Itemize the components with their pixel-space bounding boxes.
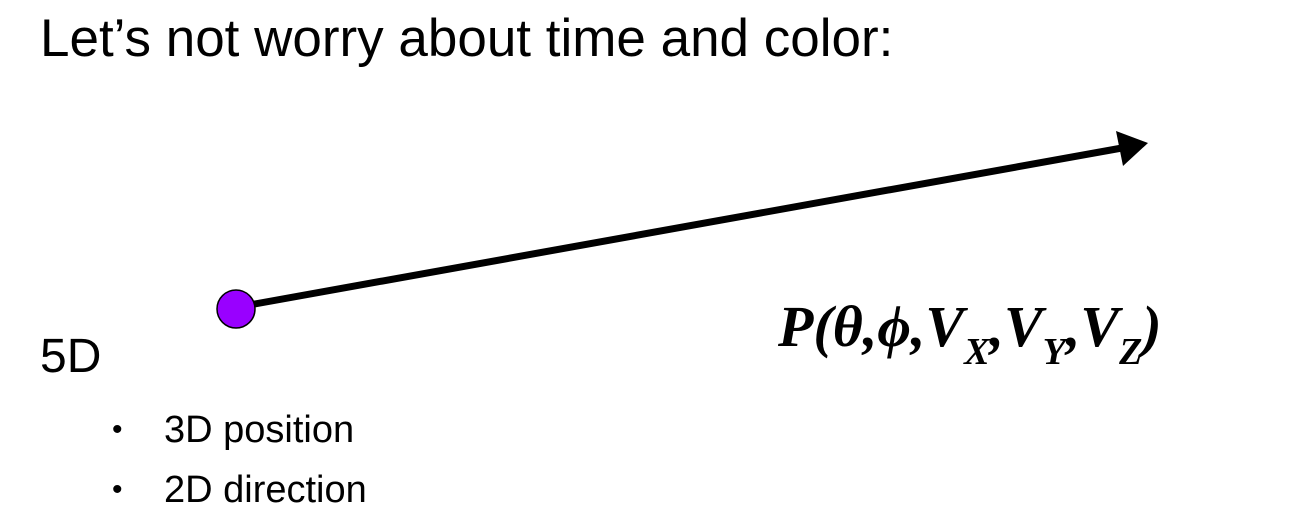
bullet-marker: • — [112, 413, 123, 446]
plenoptic-function-formula: P(θ,ϕ,VX,VY,VZ) — [778, 292, 1162, 373]
bullet-item: • 3D position — [112, 402, 367, 462]
formula-separator: , — [910, 294, 926, 359]
formula-suffix: ) — [1142, 294, 1162, 359]
formula-separator: , — [989, 294, 1004, 359]
formula-vy-subscript: Y — [1042, 331, 1066, 373]
ray-origin-point — [216, 289, 256, 329]
ray-arrow-shaft — [237, 144, 1123, 311]
formula-vx-subscript: X — [964, 331, 990, 373]
bullet-item: • 2D direction — [112, 462, 367, 522]
formula-vz-subscript: Z — [1119, 331, 1143, 373]
dimension-label: 5D — [40, 330, 102, 383]
bullet-list: • 3D position • 2D direction — [112, 402, 367, 522]
formula-theta: θ — [832, 294, 863, 359]
formula-vy: V — [1003, 294, 1043, 359]
bullet-marker: • — [112, 473, 123, 506]
formula-vz: V — [1080, 294, 1120, 359]
bullet-text: 3D position — [164, 409, 355, 451]
formula-vx: V — [925, 294, 965, 359]
formula-separator: , — [1065, 294, 1081, 359]
bullet-text: 2D direction — [164, 469, 367, 511]
formula-phi: ϕ — [877, 294, 911, 359]
formula-separator: , — [862, 294, 878, 359]
slide-title: Let’s not worry about time and color: — [40, 9, 894, 68]
ray-arrow-head — [1116, 131, 1148, 166]
formula-prefix: P( — [778, 294, 833, 359]
